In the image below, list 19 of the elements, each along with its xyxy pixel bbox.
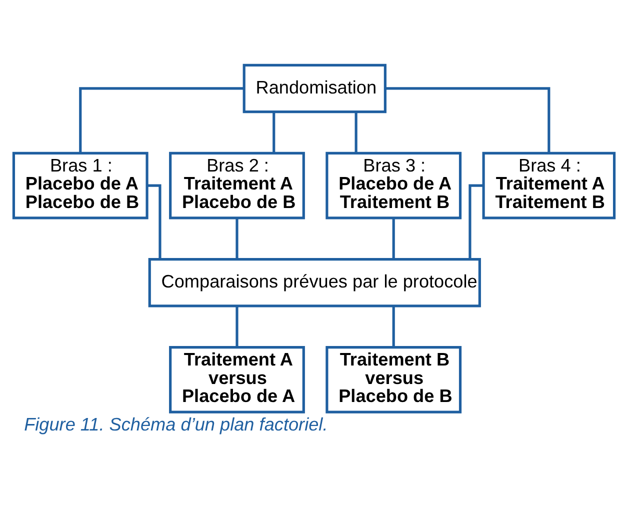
connector <box>236 218 238 259</box>
connector <box>79 86 244 152</box>
node-box: Bras 2 : Traitement A Placebo de B <box>169 151 305 219</box>
connector <box>272 111 276 153</box>
node-box: Traitement A versus Placebo de A <box>169 346 305 413</box>
node-box: Comparaisons prévues par le protocole <box>148 258 481 307</box>
caption: Figure 11. Schéma d’un plan factoriel. <box>24 414 328 434</box>
node-box: Bras 3 : Placebo de A Traitement B <box>326 151 462 219</box>
connector <box>354 111 358 153</box>
connector <box>392 306 395 347</box>
node-box: Bras 1 : Placebo de A Placebo de B <box>12 151 148 219</box>
connector <box>386 86 550 152</box>
connector <box>468 184 484 259</box>
node-box: Bras 4 : Traitement A Traitement B <box>482 151 616 219</box>
connector <box>236 306 238 347</box>
node-box: Randomisation <box>242 63 386 113</box>
connector <box>147 184 162 259</box>
connector <box>392 218 395 259</box>
node-box: Traitement B versus Placebo de B <box>326 346 462 413</box>
